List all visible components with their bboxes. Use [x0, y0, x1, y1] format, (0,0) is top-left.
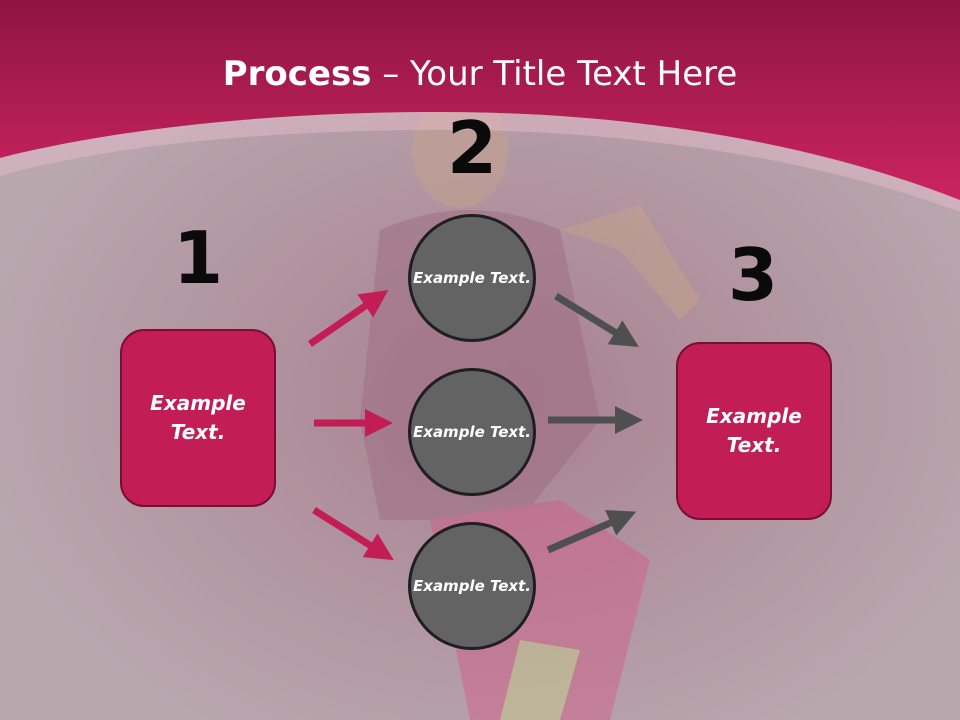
step-3-box[interactable]: Example Text. [676, 342, 832, 520]
title-bold: Process [222, 54, 372, 94]
circle-top-label: Example Text. [413, 268, 531, 287]
slide-title: Process – Your Title Text Here [0, 52, 960, 96]
step-2-circle-bottom[interactable]: Example Text. [408, 522, 536, 650]
step-2-circle-middle[interactable]: Example Text. [408, 368, 536, 496]
circle-bottom-label: Example Text. [413, 576, 531, 595]
step-number-3: 3 [727, 233, 779, 317]
circle-middle-label: Example Text. [413, 422, 531, 441]
step-1-label: Example Text. [150, 391, 246, 444]
step-3-label: Example Text. [706, 404, 802, 457]
step-number-2: 2 [446, 106, 498, 190]
title-rest: – Your Title Text Here [371, 54, 738, 94]
step-1-box[interactable]: Example Text. [120, 329, 276, 507]
step-number-1: 1 [172, 216, 224, 300]
step-2-circle-top[interactable]: Example Text. [408, 214, 536, 342]
